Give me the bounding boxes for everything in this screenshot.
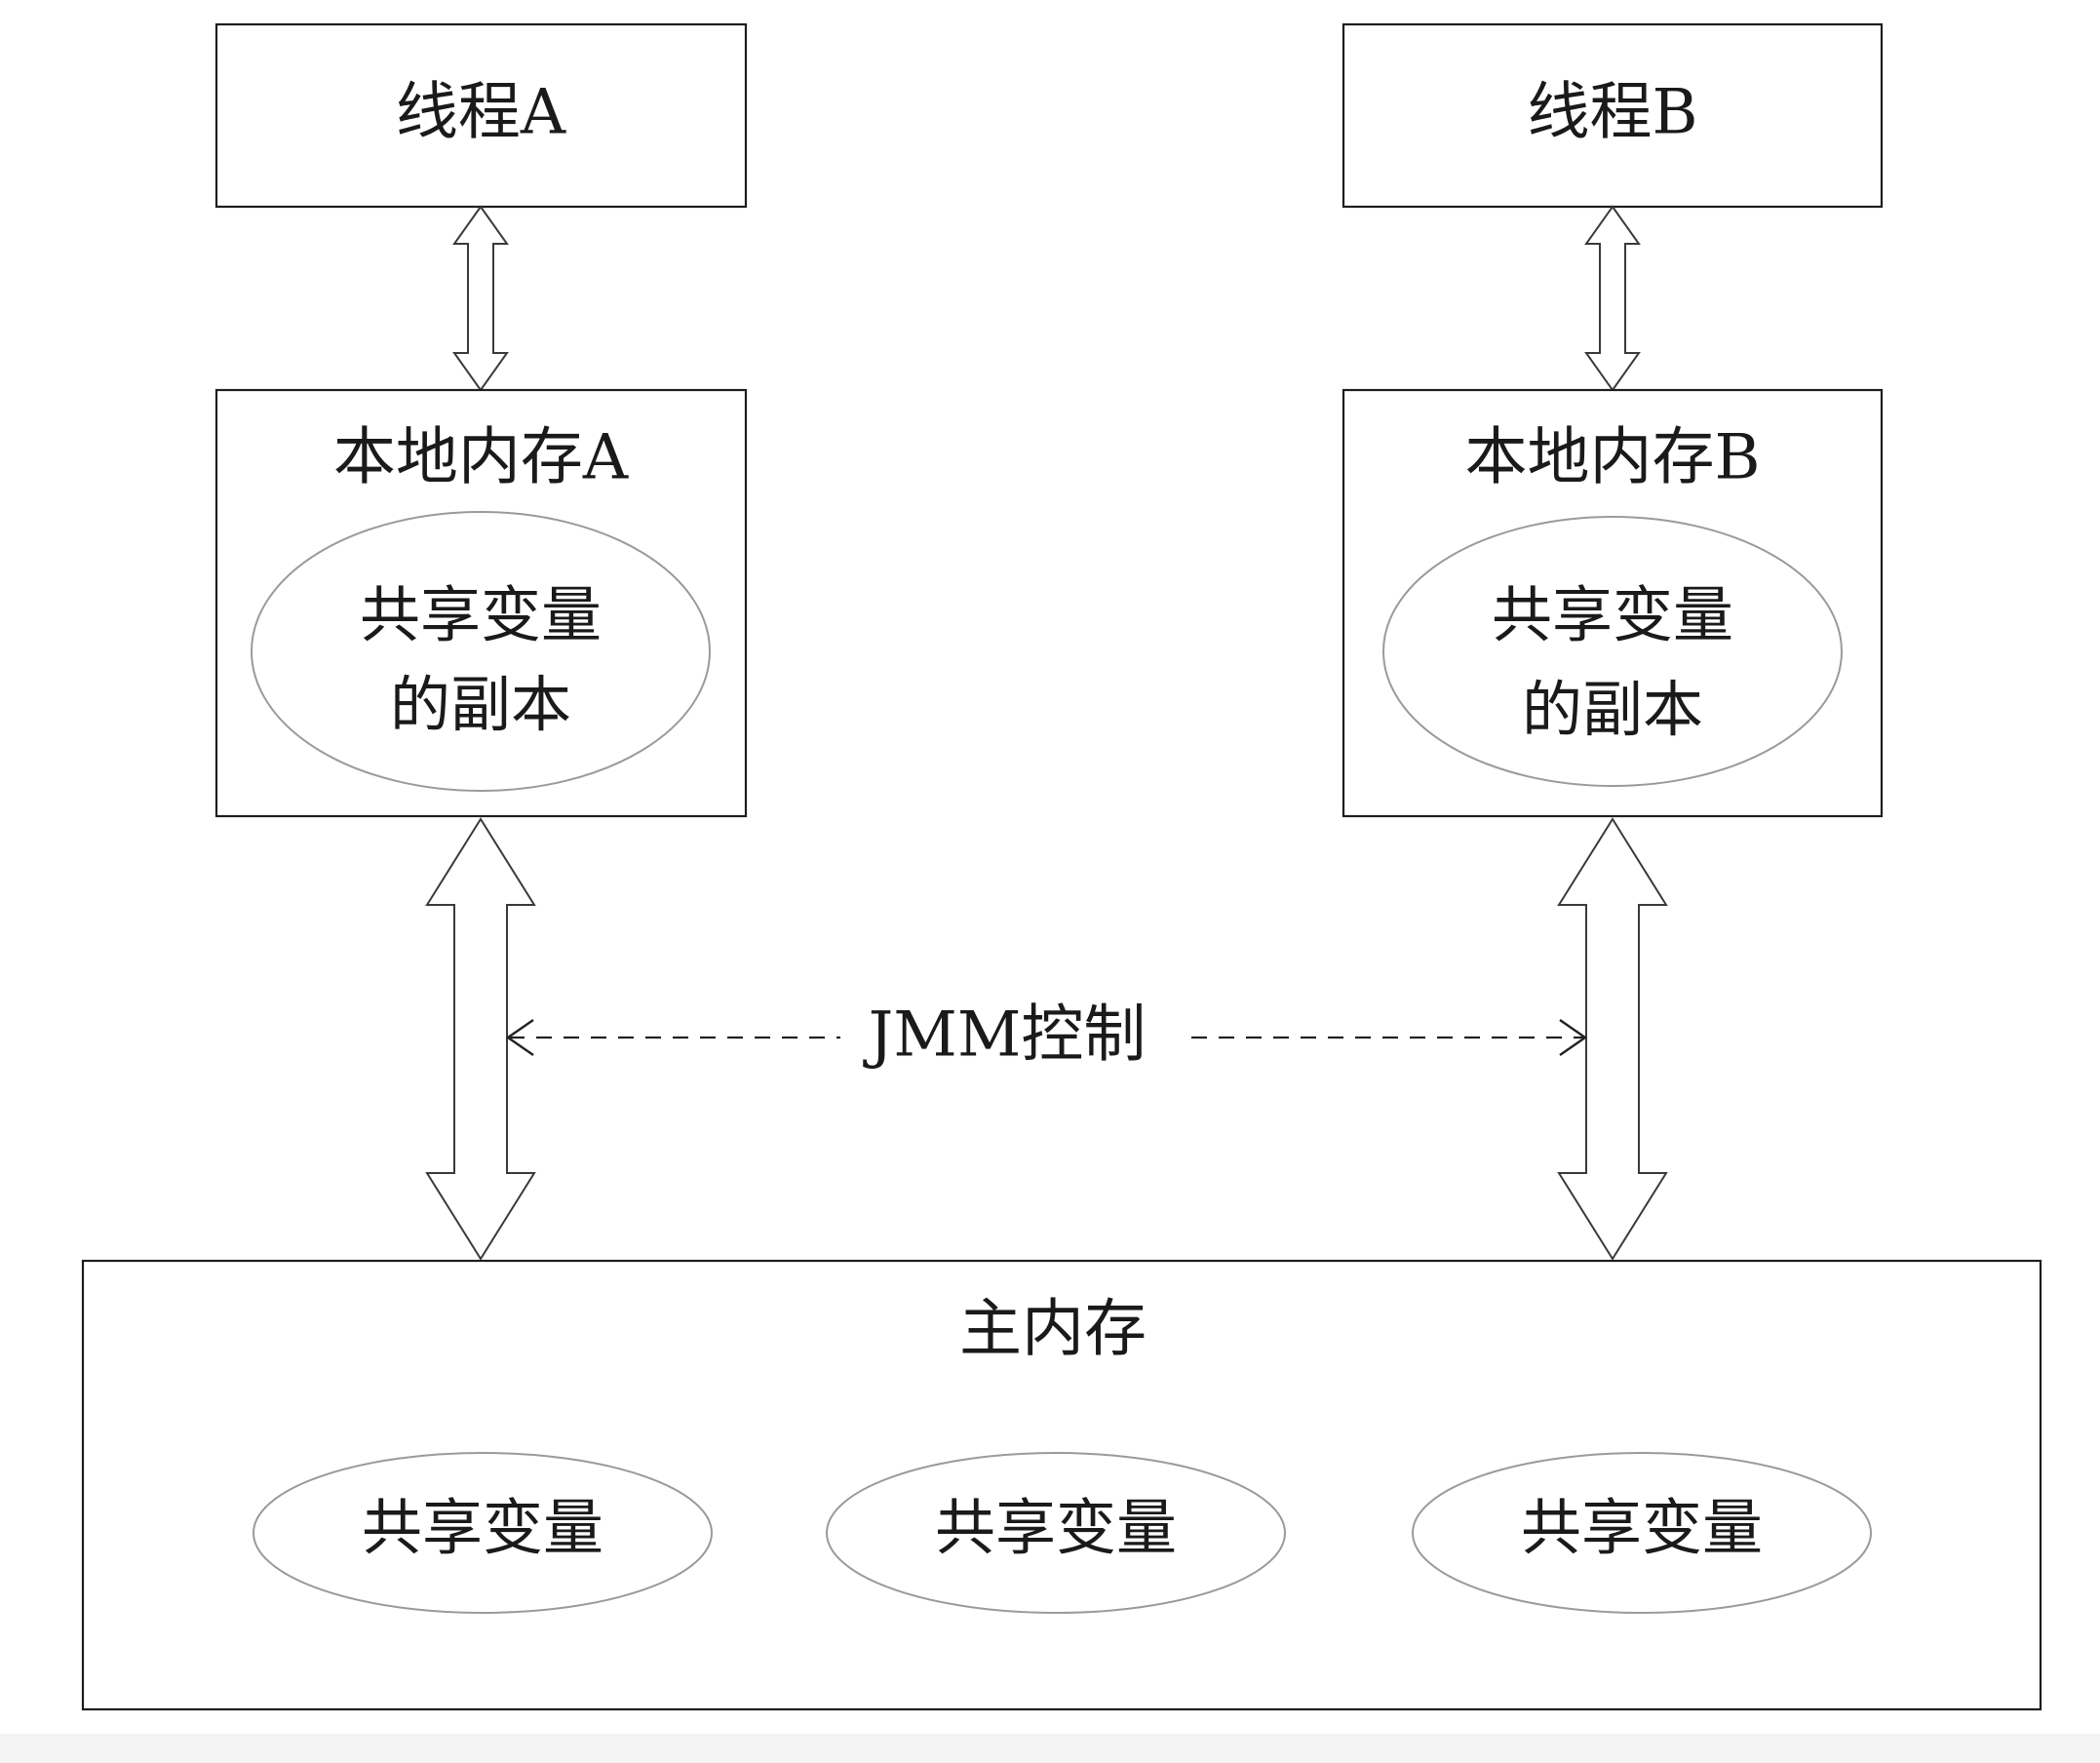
local-b-main-double-arrow: [1557, 817, 1668, 1261]
local-memory-a-copy-line1: 共享变量: [360, 579, 602, 650]
main-shared-variable-2: 共享变量: [935, 1492, 1177, 1563]
bottom-strip: [0, 1734, 2100, 1763]
jmm-control-label: JMM控制: [863, 999, 1147, 1072]
local-memory-b-copy-ellipse: [1382, 516, 1843, 787]
local-memory-b-copy-line2: 的副本: [1522, 674, 1703, 745]
main-shared-variable-ellipse-3: [1412, 1452, 1872, 1614]
main-memory-node: 主内存 共享变量 共享变量 共享变量: [81, 1259, 2042, 1711]
main-shared-variable-ellipse-2: [826, 1452, 1286, 1614]
jmm-control-connector: JMM控制: [505, 999, 1588, 1072]
jmm-arrowhead-left: [505, 1019, 534, 1056]
local-memory-a-copy-line2: 的副本: [390, 669, 571, 740]
jmm-arrowhead-right: [1559, 1019, 1588, 1056]
thread-b-box: [1342, 22, 1884, 209]
main-shared-variable-3: 共享变量: [1521, 1492, 1763, 1563]
local-memory-b-copy-line1: 共享变量: [1492, 579, 1733, 650]
thread-b-node: 线程B: [1342, 22, 1884, 209]
main-shared-variable-1: 共享变量: [362, 1492, 603, 1563]
thread-a-label: 线程A: [396, 77, 566, 149]
thread-a-local-double-arrow: [452, 205, 509, 392]
main-shared-variable-ellipse-1: [253, 1452, 713, 1614]
local-a-main-double-arrow: [425, 817, 536, 1261]
thread-a-node: 线程A: [214, 22, 748, 209]
local-memory-a-copy-ellipse: [251, 511, 711, 792]
thread-b-label: 线程B: [1527, 77, 1697, 149]
thread-b-local-double-arrow: [1584, 205, 1641, 392]
local-memory-b-node: 本地内存B 共享变量 的副本: [1342, 388, 1884, 818]
local-memory-a-node: 本地内存A 共享变量 的副本: [214, 388, 748, 818]
main-memory-label: 主内存: [959, 1294, 1147, 1366]
local-memory-b-label: 本地内存B: [1464, 422, 1760, 494]
local-memory-a-label: 本地内存A: [333, 422, 629, 494]
thread-a-box: [214, 22, 748, 209]
